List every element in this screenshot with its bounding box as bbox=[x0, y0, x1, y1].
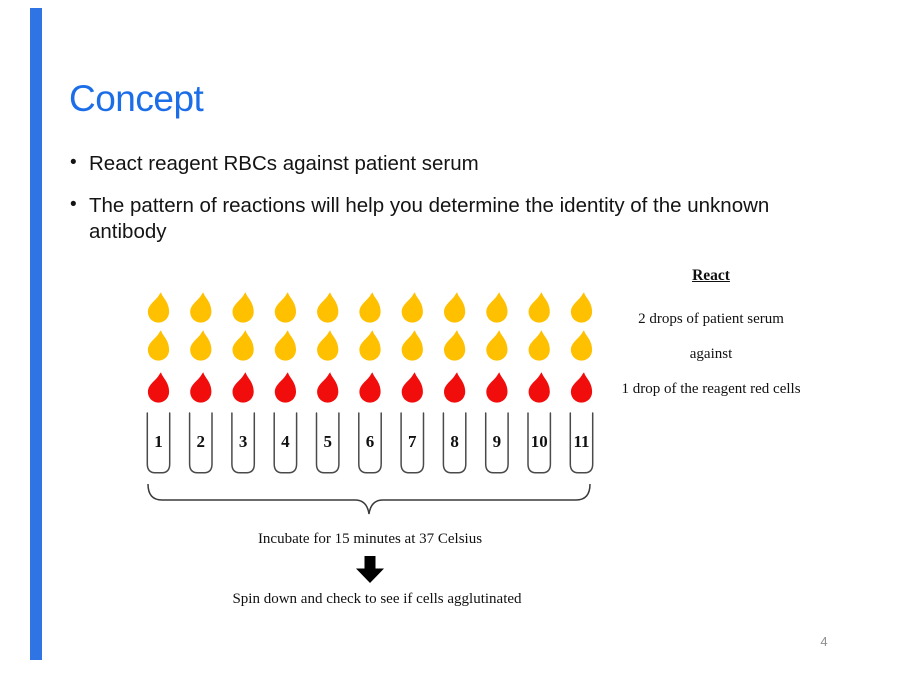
tube-number: 11 bbox=[573, 432, 589, 451]
test-tube bbox=[231, 412, 256, 474]
reagent-red-cell-drops-row-drop-icon bbox=[528, 372, 550, 403]
bullet-dot-icon: • bbox=[70, 152, 77, 173]
bullet-dot-icon: • bbox=[70, 194, 77, 215]
tube-number: 5 bbox=[323, 432, 332, 451]
patient-serum-drops-row-2-drop-icon bbox=[401, 330, 423, 361]
test-tube bbox=[358, 412, 382, 474]
test-tube bbox=[527, 412, 552, 474]
patient-serum-drops-row-1-drop-icon bbox=[528, 292, 550, 323]
patient-serum-drops-row-1-drop-icon bbox=[359, 292, 381, 323]
patient-serum-drops-row-1-drop-icon bbox=[190, 292, 212, 323]
test-tube bbox=[273, 412, 298, 474]
test-tube bbox=[400, 412, 425, 474]
incubate-label: Incubate for 15 minutes at 37 Celsius bbox=[258, 531, 482, 547]
test-tube bbox=[484, 412, 509, 474]
slide-title: Concept bbox=[69, 78, 204, 119]
patient-serum-drops-row-2-drop-icon bbox=[317, 330, 339, 361]
drops-and-tubes: 1 2 3 4 5 6 7 8 9 10 11 bbox=[146, 292, 594, 474]
patient-serum-drops-row-1-drop-icon bbox=[317, 292, 339, 323]
bullet-item: • React reagent RBCs against patient ser… bbox=[70, 151, 785, 177]
reagent-red-cell-drops-row-drop-icon bbox=[147, 372, 170, 403]
test-tube bbox=[569, 412, 594, 474]
patient-serum-drops-row-1-drop-icon bbox=[570, 292, 593, 323]
patient-serum-drops-row-2-drop-icon bbox=[359, 330, 381, 361]
reagent-red-cell-drops-row-drop-icon bbox=[317, 372, 339, 403]
reagent-red-cell-drops-row-drop-icon bbox=[359, 372, 381, 403]
legend-line: against bbox=[689, 346, 733, 362]
reagent-red-cell-drops-row-drop-icon bbox=[190, 372, 212, 403]
patient-serum-drops-row-2-drop-icon bbox=[190, 330, 212, 361]
patient-serum-drops-row-2-drop-icon bbox=[232, 330, 254, 361]
patient-serum-drops-row-1-drop-icon bbox=[274, 292, 296, 323]
patient-serum-drops-row-2-drop-icon bbox=[274, 330, 296, 361]
grouping-brace bbox=[147, 483, 591, 515]
patient-serum-drops-row-2-drop-icon bbox=[528, 330, 550, 361]
legend-line: 1 drop of the reagent red cells bbox=[621, 381, 801, 397]
reagent-red-cell-drops-row-drop-icon bbox=[401, 372, 423, 403]
page-number: 4 bbox=[820, 634, 828, 649]
tube-number: 4 bbox=[281, 432, 290, 451]
tube-number: 7 bbox=[408, 432, 417, 451]
legend-heading: React bbox=[692, 267, 730, 284]
reagent-red-cell-drops-row-drop-icon bbox=[570, 372, 593, 403]
bullet-text: The pattern of reactions will help you d… bbox=[89, 194, 770, 243]
reagent-red-cell-drops-row-drop-icon bbox=[274, 372, 296, 403]
patient-serum-drops-row-1-drop-icon bbox=[232, 292, 254, 323]
tube-number: 6 bbox=[366, 432, 375, 451]
test-tube bbox=[442, 412, 467, 474]
tube-number: 1 bbox=[154, 432, 163, 451]
test-tube bbox=[146, 412, 171, 474]
tube-number: 8 bbox=[450, 432, 459, 451]
reagent-red-cell-drops-row-drop-icon bbox=[444, 372, 466, 403]
reagent-red-cell-drops-row-drop-icon bbox=[232, 372, 254, 403]
patient-serum-drops-row-2-drop-icon bbox=[570, 330, 593, 361]
patient-serum-drops-row-1-drop-icon bbox=[147, 292, 170, 323]
bullet-text: React reagent RBCs against patient serum bbox=[89, 152, 479, 175]
tube-number: 10 bbox=[531, 432, 548, 451]
patient-serum-drops-row-1-drop-icon bbox=[401, 292, 423, 323]
patient-serum-drops-row-1-drop-icon bbox=[444, 292, 466, 323]
reagent-red-cell-drops-row-drop-icon bbox=[486, 372, 508, 403]
tube-number: 9 bbox=[493, 432, 502, 451]
patient-serum-drops-row-2-drop-icon bbox=[147, 330, 170, 361]
legend-line: 2 drops of patient serum bbox=[638, 311, 784, 327]
patient-serum-drops-row-1-drop-icon bbox=[486, 292, 508, 323]
bullet-item: • The pattern of reactions will help you… bbox=[70, 193, 785, 245]
test-tube bbox=[188, 412, 213, 474]
down-arrow-icon bbox=[356, 556, 384, 583]
tube-number: 3 bbox=[239, 432, 248, 451]
left-accent-bar bbox=[30, 8, 42, 660]
spin-label: Spin down and check to see if cells aggl… bbox=[232, 591, 522, 607]
patient-serum-drops-row-2-drop-icon bbox=[486, 330, 508, 361]
tube-number: 2 bbox=[197, 432, 206, 451]
test-tube bbox=[315, 412, 340, 474]
bullet-list: • React reagent RBCs against patient ser… bbox=[70, 151, 785, 261]
patient-serum-drops-row-2-drop-icon bbox=[444, 330, 466, 361]
